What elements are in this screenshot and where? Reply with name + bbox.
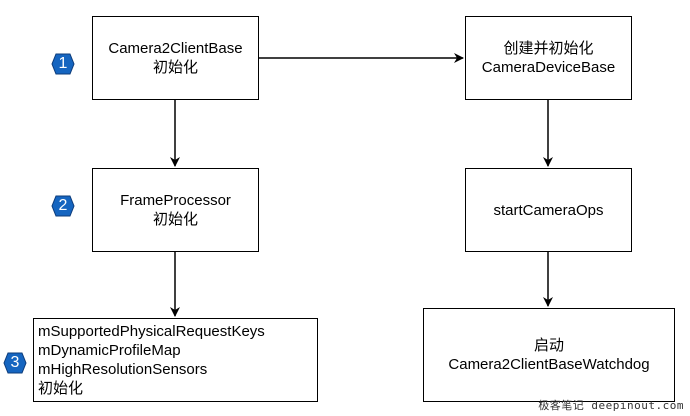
node-label: startCameraOps <box>493 201 604 219</box>
step-badge-2: 2 <box>51 195 75 217</box>
node-label: mSupportedPhysicalRequestKeys <box>38 323 265 340</box>
step-number: 1 <box>58 55 68 72</box>
node-label: 初始化 <box>38 380 84 397</box>
node-create-cameradevicebase: 创建并初始化 CameraDeviceBase <box>465 16 632 100</box>
node-label: mDynamicProfileMap <box>38 342 181 359</box>
node-startcameraops: startCameraOps <box>465 168 632 252</box>
node-label: Camera2ClientBase <box>108 40 243 57</box>
step-number: 3 <box>10 354 20 371</box>
node-label: CameraDeviceBase <box>481 59 616 76</box>
hexagon-badge-icon <box>51 53 75 75</box>
node-frameprocessor-init: FrameProcessor 初始化 <box>92 168 259 252</box>
node-label: 初始化 <box>152 59 198 76</box>
node-request-keys-init: mSupportedPhysicalRequestKeys mDynamicPr… <box>33 318 318 402</box>
node-start-watchdog: 启动 Camera2ClientBaseWatchdog <box>423 308 675 402</box>
watermark: 极客笔记 deepinout.com <box>538 399 684 412</box>
step-badge-3: 3 <box>3 352 27 374</box>
node-label: FrameProcessor <box>120 192 231 209</box>
node-label: mHighResolutionSensors <box>38 361 208 378</box>
node-label: 启动 <box>533 337 564 354</box>
step-number: 2 <box>58 197 68 214</box>
hexagon-badge-icon <box>51 195 75 217</box>
step-badge-1: 1 <box>51 53 75 75</box>
node-label: Camera2ClientBaseWatchdog <box>448 356 650 373</box>
hexagon-badge-icon <box>3 352 27 374</box>
node-camera2clientbase-init: Camera2ClientBase 初始化 <box>92 16 259 100</box>
node-label: 创建并初始化 <box>503 40 594 57</box>
node-label: 初始化 <box>152 211 198 228</box>
